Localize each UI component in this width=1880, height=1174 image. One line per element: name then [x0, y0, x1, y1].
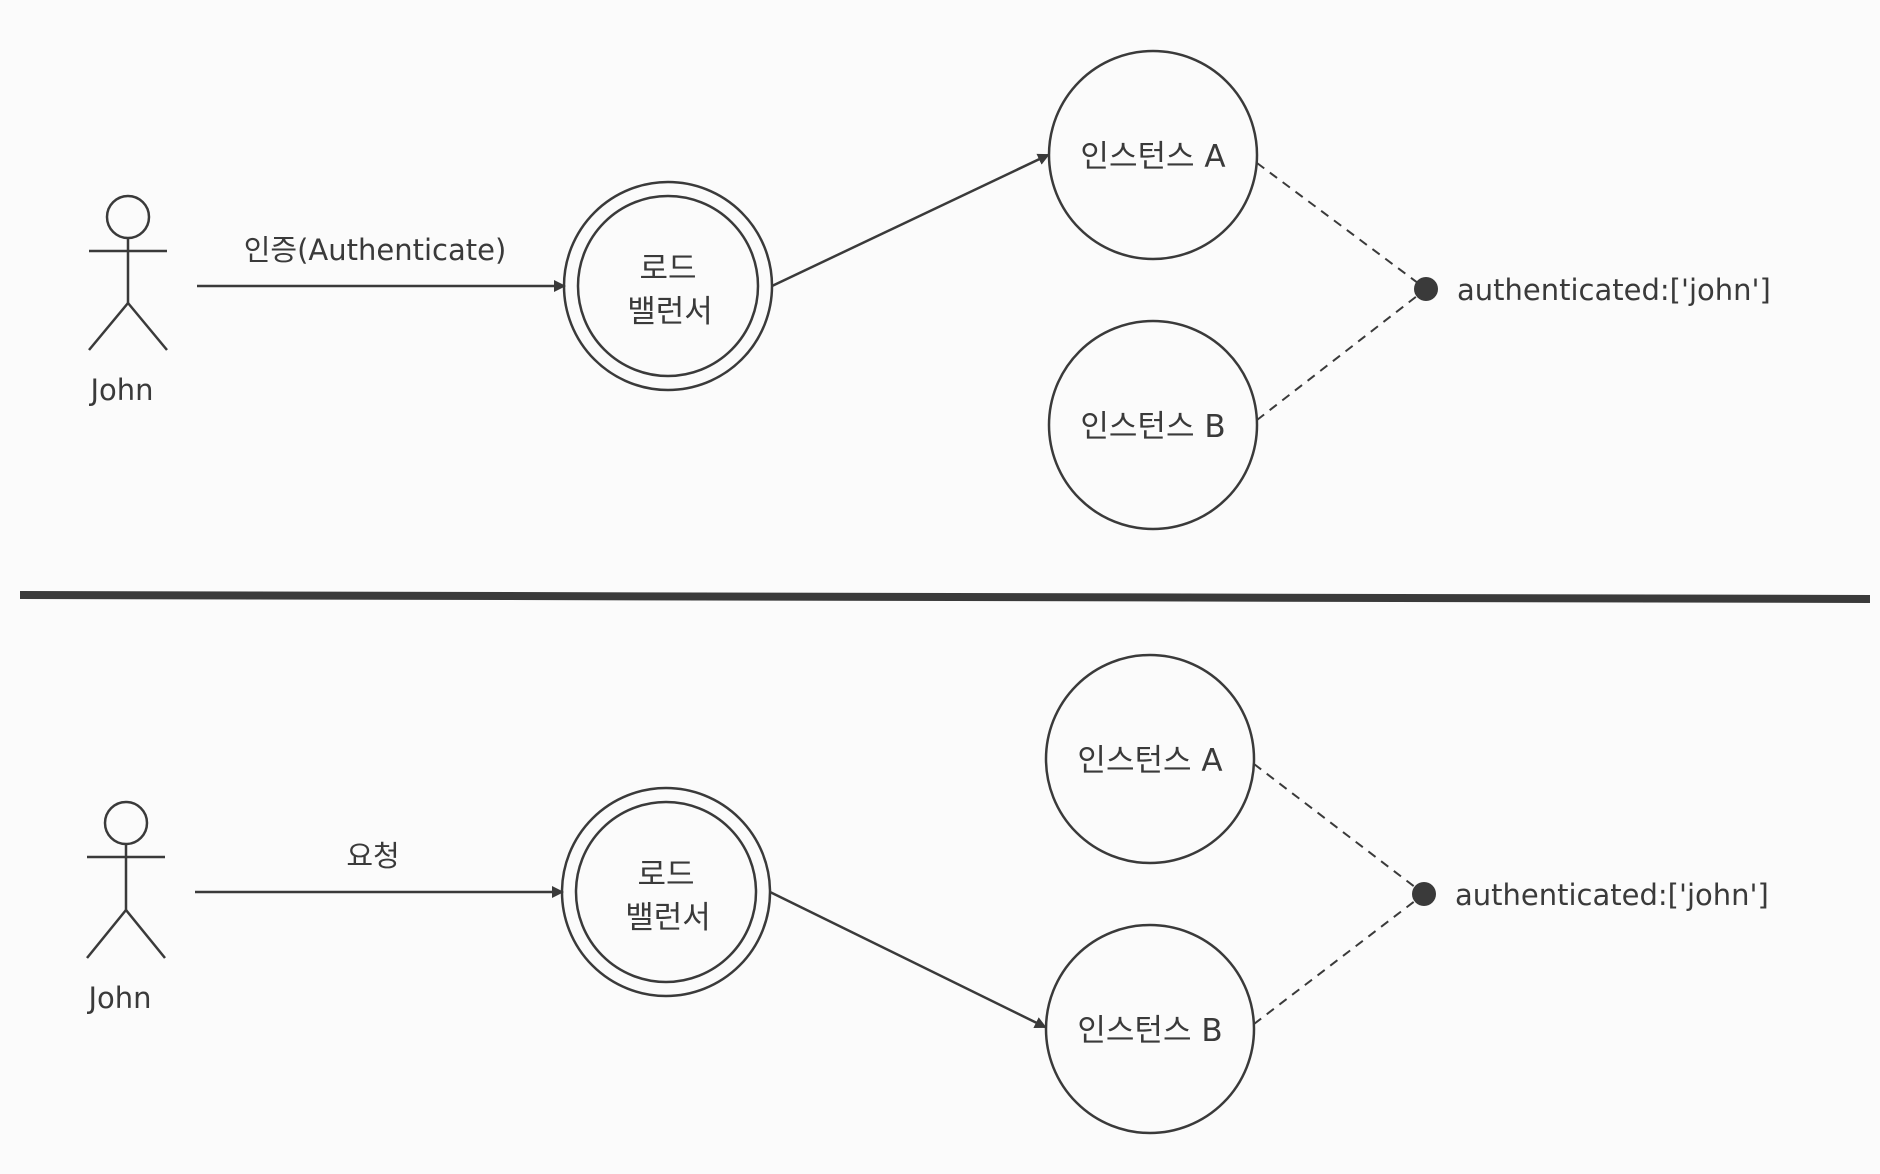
- top-load-balancer: 로드 밸런서: [562, 180, 774, 392]
- top-link-a-session: [1256, 162, 1427, 290]
- bottom-lb-label-line1: 로드: [637, 857, 694, 893]
- bottom-instance-b-label: 인스턴스 B: [1077, 1013, 1222, 1049]
- bottom-session-label: authenticated:['john']: [1455, 878, 1769, 912]
- top-panel: John 인증(Authenticate) 로드 밸런서 인스턴스 A 인스턴스…: [88, 49, 1771, 531]
- bottom-route-arrow: [769, 890, 1047, 1029]
- top-lb-label-line1: 로드: [639, 251, 696, 287]
- bottom-instance-b: 인스턴스 B: [1044, 923, 1256, 1135]
- top-actor-figure: [88, 194, 168, 351]
- bottom-lb-label-line2: 밸런서: [625, 900, 711, 936]
- bottom-link-b-session: [1253, 893, 1425, 1025]
- top-link-b-session: [1256, 288, 1427, 421]
- panel-divider: [19, 591, 1871, 603]
- bottom-actor-name: John: [86, 981, 151, 1015]
- bottom-instance-a: 인스턴스 A: [1044, 653, 1256, 865]
- bottom-session-dot: [1412, 882, 1436, 906]
- bottom-actor-figure: [86, 800, 166, 959]
- bottom-link-a-session: [1253, 763, 1425, 895]
- bottom-request-label: 요청: [346, 839, 399, 873]
- top-instance-b: 인스턴스 B: [1047, 319, 1259, 531]
- top-instance-b-label: 인스턴스 B: [1080, 409, 1225, 445]
- top-auth-label: 인증(Authenticate): [244, 233, 507, 267]
- top-route-arrow: [771, 153, 1050, 288]
- top-session-dot: [1414, 277, 1438, 301]
- top-actor-name: John: [88, 373, 153, 407]
- top-session-label: authenticated:['john']: [1457, 273, 1771, 307]
- top-lb-label-line2: 밸런서: [627, 294, 713, 330]
- bottom-instance-a-label: 인스턴스 A: [1077, 743, 1222, 779]
- bottom-load-balancer: 로드 밸런서: [560, 786, 772, 998]
- bottom-panel: John 요청 로드 밸런서 인스턴스 A 인스턴스 B authenticat…: [86, 653, 1769, 1135]
- top-instance-a: 인스턴스 A: [1047, 49, 1259, 261]
- top-instance-a-label: 인스턴스 A: [1080, 139, 1225, 175]
